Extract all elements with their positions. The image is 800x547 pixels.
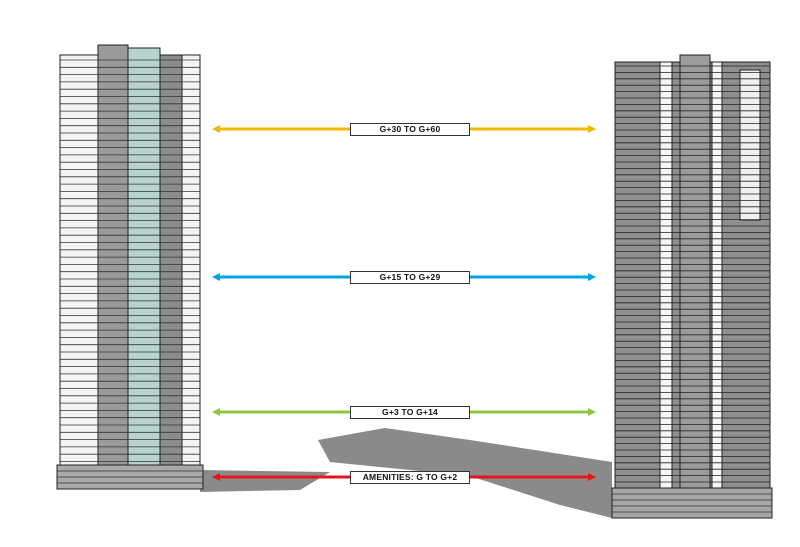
zone-label-lower: G+3 TO G+14 (350, 406, 470, 419)
zone-label-amenities: AMENITIES: G TO G+2 (350, 471, 470, 484)
arrow-head-right-icon (588, 408, 596, 416)
arrow-head-left-icon (212, 125, 220, 133)
arrow-head-left-icon (212, 473, 220, 481)
right-tower-podium (611, 487, 773, 519)
right-tower (611, 54, 773, 519)
arrow-head-left-icon (212, 408, 220, 416)
right-tower-core (679, 54, 711, 491)
right-tower-upper-face (739, 69, 761, 221)
left-tower-core (97, 44, 129, 468)
arrow-head-right-icon (588, 273, 596, 281)
left-tower (56, 44, 204, 490)
arrow-head-left-icon (212, 273, 220, 281)
left-tower-side (159, 54, 183, 468)
zone-label-middle: G+15 TO G+29 (350, 271, 470, 284)
zone-label-upper: G+30 TO G+60 (350, 123, 470, 136)
arrow-head-right-icon (588, 125, 596, 133)
arrow-head-right-icon (588, 473, 596, 481)
right-tower-slot (659, 61, 673, 491)
right-tower-slot (711, 61, 723, 491)
